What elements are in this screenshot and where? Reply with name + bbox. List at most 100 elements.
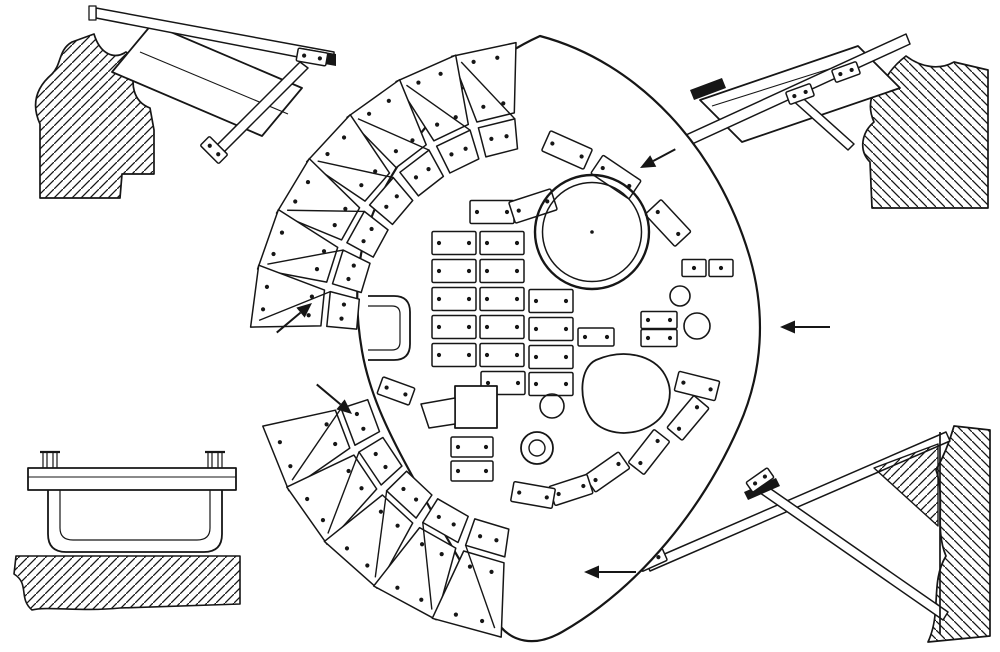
- grommet-outer: [520, 431, 554, 465]
- rivet: [655, 438, 660, 444]
- mounting-plate-face: [376, 376, 416, 406]
- mounting-plate: [640, 310, 678, 330]
- rivet: [752, 481, 758, 486]
- mounting-plate: [528, 288, 574, 314]
- rivet: [401, 486, 406, 492]
- rivet: [320, 518, 326, 523]
- hatch-opening-inner-ring: [541, 181, 643, 283]
- mounting-plate-face: [431, 258, 477, 284]
- rivet: [321, 249, 327, 254]
- rivet: [343, 206, 348, 212]
- rivet: [545, 199, 550, 204]
- rivet: [386, 98, 391, 103]
- rivet: [369, 226, 374, 232]
- mounting-plate: [528, 344, 574, 370]
- rivet: [271, 251, 276, 257]
- rivet: [306, 313, 311, 318]
- clamp-upper-right: [690, 78, 726, 100]
- view-arrow-upper-right-tail: [652, 148, 676, 162]
- small-port: [669, 285, 691, 307]
- rivet: [515, 380, 521, 386]
- u-bracket-outer: [368, 295, 411, 361]
- rivet: [471, 59, 476, 64]
- mounting-plate-face: [577, 327, 615, 347]
- rivet: [416, 80, 421, 85]
- u-bracket-inner: [368, 305, 401, 351]
- mounting-plate-face: [510, 480, 556, 510]
- shingle-inner: [464, 518, 510, 558]
- rivet: [439, 552, 444, 557]
- rivet: [563, 326, 569, 332]
- strap: [287, 209, 365, 213]
- rivet: [593, 477, 598, 483]
- strap: [258, 290, 331, 322]
- rivet: [474, 209, 480, 215]
- rivet: [359, 486, 364, 491]
- rivet: [453, 115, 458, 120]
- mounting-plate: [541, 130, 593, 170]
- shingle-inner: [385, 470, 433, 519]
- view-arrow-left-lower-head: [336, 399, 352, 414]
- bracket-plate-face: [745, 467, 775, 493]
- rivet: [436, 296, 442, 302]
- rivet: [655, 209, 660, 215]
- rivet: [309, 294, 315, 299]
- rivet: [216, 152, 221, 157]
- strap: [291, 407, 342, 481]
- rivet: [838, 71, 843, 77]
- beam-plate-lower-left: [27, 467, 237, 491]
- mounting-plate-face: [479, 286, 525, 312]
- strap: [422, 522, 433, 610]
- rivet: [484, 324, 490, 330]
- rivet: [438, 71, 443, 76]
- mounting-plate: [431, 314, 477, 340]
- rivet: [466, 240, 472, 246]
- rivet: [393, 149, 399, 154]
- rivet: [419, 542, 425, 547]
- rivet: [514, 268, 520, 274]
- rivet: [676, 231, 681, 237]
- flag-bracket: [420, 397, 456, 429]
- rivet: [694, 405, 700, 410]
- rivet: [676, 426, 682, 431]
- rivet: [341, 135, 347, 140]
- rivet: [410, 138, 415, 143]
- rivet: [708, 387, 713, 392]
- rivet: [467, 564, 473, 569]
- rivet: [849, 67, 854, 73]
- mounting-plate: [666, 395, 710, 441]
- shingle-inner: [399, 149, 445, 197]
- mounting-plate: [431, 286, 477, 312]
- rivet: [494, 538, 499, 543]
- rivet: [314, 267, 320, 272]
- rivet: [504, 209, 510, 215]
- view-direction-arrows: [276, 148, 830, 579]
- view-arrow-right-head: [780, 320, 795, 334]
- rivet: [600, 165, 605, 171]
- strap: [267, 249, 344, 265]
- hatch-opening-outer-ring: [533, 173, 651, 291]
- skin-section-upper-right: [861, 55, 989, 209]
- mounting-plate: [469, 199, 515, 225]
- rivet: [436, 268, 442, 274]
- rivet: [667, 335, 673, 341]
- channel-inner-lower-left: [59, 490, 211, 541]
- rivet: [453, 612, 458, 617]
- rivet: [517, 490, 522, 495]
- rivet: [351, 263, 356, 268]
- rivet: [324, 422, 329, 427]
- mounting-plate: [431, 342, 477, 368]
- mounting-plate: [708, 258, 734, 278]
- mounting-plate-face: [640, 310, 678, 330]
- bracket-plate-face: [295, 47, 329, 67]
- shingle-inner: [340, 398, 381, 446]
- rivet: [466, 296, 472, 302]
- stud-lower-left-1: [42, 452, 58, 468]
- channel-outer-lower-left: [47, 490, 223, 553]
- mounting-plate-face: [431, 286, 477, 312]
- rivet: [485, 380, 491, 386]
- rivet: [579, 154, 584, 159]
- rivet: [207, 143, 212, 148]
- rivet: [533, 298, 539, 304]
- clamp-lower-right: [744, 478, 780, 500]
